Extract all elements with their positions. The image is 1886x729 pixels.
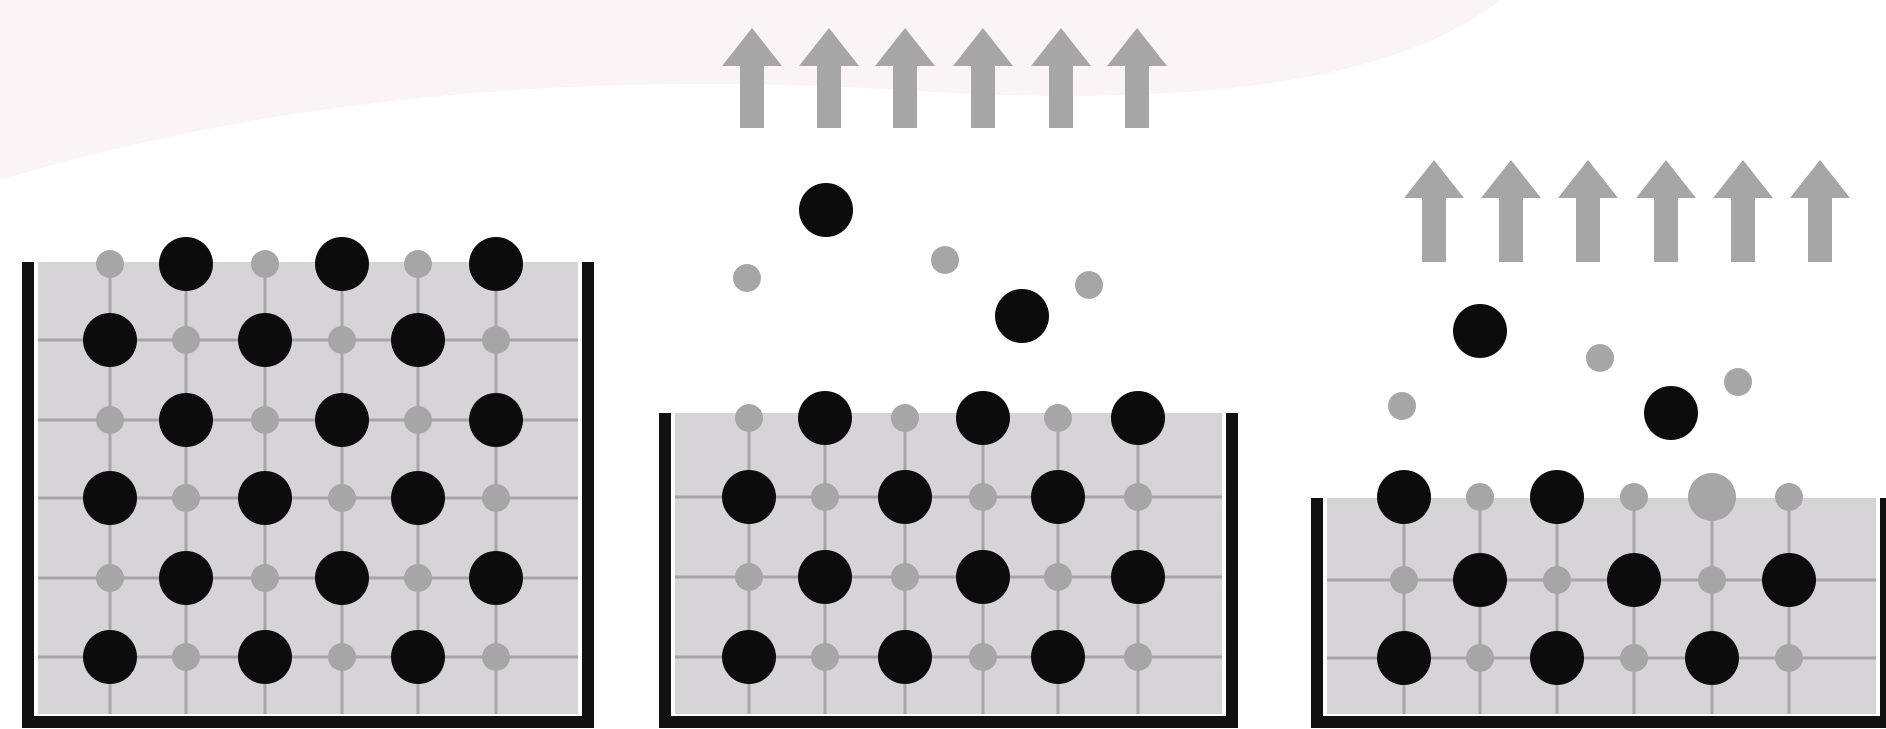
small-grey-particle: [891, 563, 919, 591]
large-black-particle: [1031, 630, 1085, 684]
large-black-particle: [878, 470, 932, 524]
large-black-particle: [391, 313, 445, 367]
small-grey-particle: [969, 483, 997, 511]
large-black-particle: [1685, 631, 1739, 685]
large-black-particle: [799, 183, 853, 237]
small-grey-particle: [251, 564, 279, 592]
small-grey-particle: [482, 484, 510, 512]
small-grey-particle: [1775, 644, 1803, 672]
small-grey-particle: [172, 643, 200, 671]
large-black-particle: [469, 393, 523, 447]
small-grey-particle: [172, 484, 200, 512]
large-black-particle: [722, 630, 776, 684]
large-black-particle: [83, 471, 137, 525]
panel-1: [28, 237, 588, 722]
large-black-particle: [315, 237, 369, 291]
large-black-particle: [1530, 470, 1584, 524]
small-grey-particle: [1775, 483, 1803, 511]
small-grey-particle: [482, 326, 510, 354]
large-black-particle: [391, 630, 445, 684]
small-grey-particle: [172, 326, 200, 354]
small-grey-particle: [891, 404, 919, 432]
small-grey-particle: [96, 564, 124, 592]
small-grey-particle: [482, 643, 510, 671]
large-black-particle: [798, 550, 852, 604]
small-grey-particle: [1543, 566, 1571, 594]
small-grey-particle: [969, 643, 997, 671]
small-grey-particle: [931, 246, 959, 274]
large-black-particle: [1377, 631, 1431, 685]
large-black-particle: [238, 313, 292, 367]
small-grey-particle: [251, 250, 279, 278]
small-grey-particle: [1620, 483, 1648, 511]
small-grey-particle: [1124, 643, 1152, 671]
small-grey-particle: [1390, 566, 1418, 594]
small-grey-particle: [1044, 404, 1072, 432]
small-grey-particle: [733, 264, 761, 292]
large-black-particle: [469, 551, 523, 605]
small-grey-particle: [1586, 344, 1614, 372]
large-black-particle: [1111, 391, 1165, 445]
large-black-particle: [1530, 631, 1584, 685]
small-grey-particle: [251, 406, 279, 434]
small-grey-particle: [96, 406, 124, 434]
small-grey-particle: [404, 406, 432, 434]
large-black-particle: [956, 550, 1010, 604]
large-black-particle: [469, 237, 523, 291]
large-black-particle: [1453, 553, 1507, 607]
small-grey-particle: [1124, 483, 1152, 511]
small-grey-particle: [1044, 563, 1072, 591]
large-black-particle: [1031, 470, 1085, 524]
large-black-particle: [83, 313, 137, 367]
large-black-particle: [315, 551, 369, 605]
small-grey-particle: [1466, 483, 1494, 511]
small-grey-particle: [811, 643, 839, 671]
large-black-particle: [238, 630, 292, 684]
small-grey-particle: [1620, 644, 1648, 672]
small-grey-particle: [1388, 392, 1416, 420]
small-grey-particle: [735, 404, 763, 432]
large-black-particle: [878, 630, 932, 684]
large-black-particle: [995, 289, 1049, 343]
small-grey-particle: [1698, 566, 1726, 594]
small-grey-particle: [328, 643, 356, 671]
small-grey-particle: [328, 326, 356, 354]
large-black-particle: [1607, 553, 1661, 607]
small-grey-particle: [1724, 368, 1752, 396]
large-black-particle: [159, 237, 213, 291]
small-grey-particle: [811, 483, 839, 511]
large-black-particle: [159, 551, 213, 605]
large-black-particle: [1111, 550, 1165, 604]
large-black-particle: [1453, 304, 1507, 358]
large-black-particle: [159, 393, 213, 447]
large-black-particle: [83, 630, 137, 684]
small-grey-particle: [1466, 644, 1494, 672]
small-grey-particle: [404, 250, 432, 278]
large-black-particle: [722, 470, 776, 524]
large-black-particle: [391, 471, 445, 525]
small-grey-particle: [328, 484, 356, 512]
small-grey-particle: [735, 563, 763, 591]
small-grey-particle: [404, 564, 432, 592]
small-grey-particle: [1688, 473, 1736, 521]
small-grey-particle: [1075, 271, 1103, 299]
large-black-particle: [1377, 470, 1431, 524]
large-black-particle: [956, 391, 1010, 445]
large-black-particle: [798, 391, 852, 445]
small-grey-particle: [96, 250, 124, 278]
large-black-particle: [315, 393, 369, 447]
large-black-particle: [1644, 386, 1698, 440]
large-black-particle: [238, 471, 292, 525]
large-black-particle: [1762, 553, 1816, 607]
